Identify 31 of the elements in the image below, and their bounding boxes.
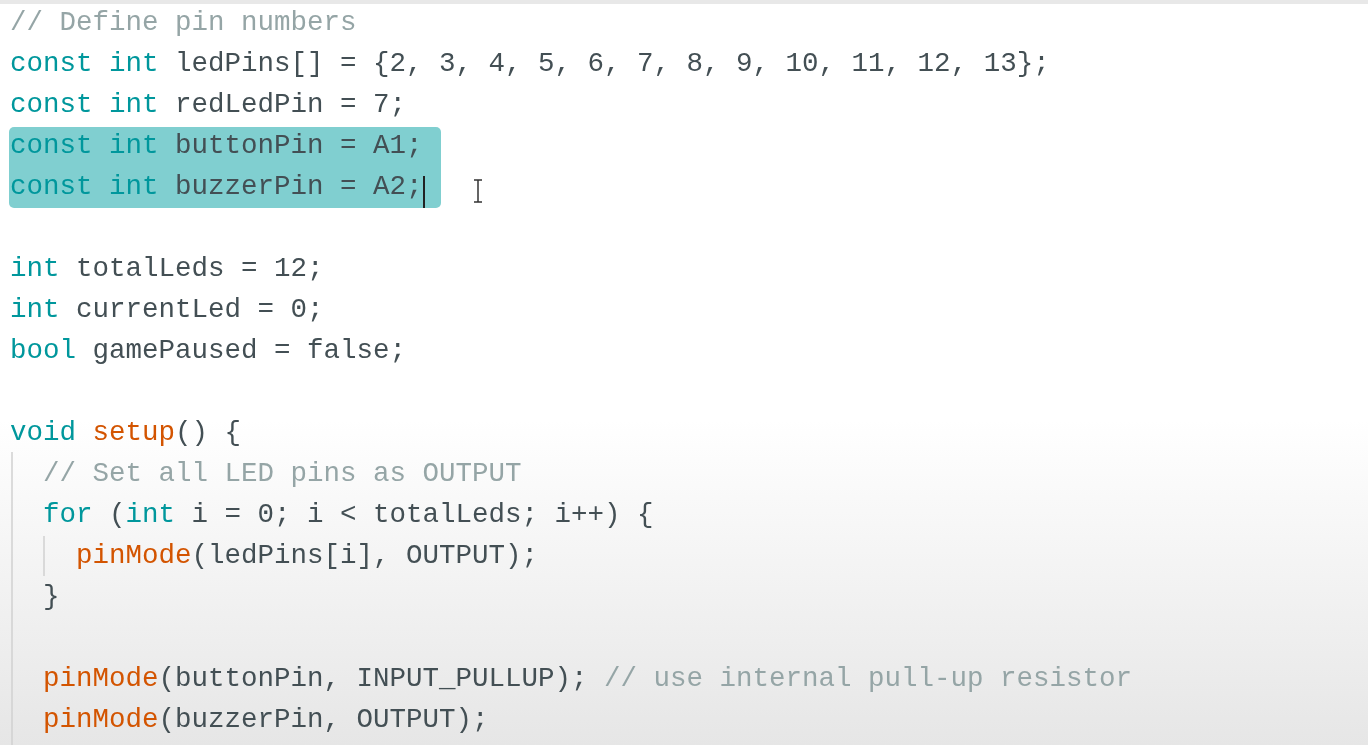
code-text: (ledPins[i], OUTPUT); <box>191 539 539 573</box>
code-text: redLedPin = 7; <box>175 88 407 122</box>
code-text: } <box>43 580 60 614</box>
code-text: totalLeds = 12; <box>76 252 324 286</box>
code-text: ledPins[] = {2, 3, 4, 5, 6, 7, 8, 9, 10, 11, 12, 13}; <box>175 47 1050 81</box>
code-text: currentLed = 0; <box>76 293 324 327</box>
code-text: buttonPin = A1; <box>175 129 423 163</box>
function-name: pinMode <box>43 703 159 737</box>
code-keyword: const int <box>10 170 159 204</box>
code-keyword: void <box>10 416 76 450</box>
function-name: pinMode <box>43 662 159 696</box>
code-keyword: const int <box>10 129 159 163</box>
code-comment: // use internal pull-up resistor <box>604 662 1133 696</box>
code-text: (buttonPin, INPUT_PULLUP); <box>158 662 588 696</box>
code-keyword: const int <box>10 47 159 81</box>
code-comment: // Set all LED pins as OUTPUT <box>43 457 522 491</box>
code-keyword: int <box>10 252 60 286</box>
code-keyword: int <box>125 498 175 532</box>
function-name: pinMode <box>76 539 192 573</box>
code-text: gamePaused = false; <box>92 334 407 368</box>
code-text: i = 0; i < totalLeds; i++) { <box>191 498 654 532</box>
code-text: (buzzerPin, OUTPUT); <box>158 703 489 737</box>
code-keyword: bool <box>10 334 76 368</box>
code-keyword: for <box>43 498 93 532</box>
code-text: () { <box>175 416 241 450</box>
code-text: buzzerPin = A2; <box>175 170 423 204</box>
code-keyword: int <box>10 293 60 327</box>
function-name: setup <box>92 416 175 450</box>
code-keyword: const int <box>10 88 159 122</box>
code-text: ( <box>109 498 126 532</box>
code-comment: // Define pin numbers <box>10 6 357 40</box>
